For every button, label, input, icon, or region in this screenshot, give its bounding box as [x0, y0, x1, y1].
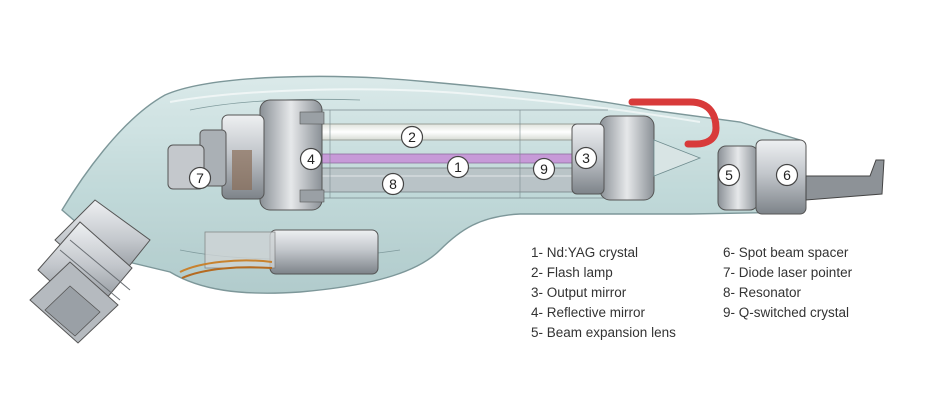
svg-text:3: 3 [582, 150, 590, 166]
legend-item: 9- Q-switched crystal [723, 305, 850, 320]
flash-lamp [317, 123, 609, 141]
diode-module [179, 229, 379, 279]
legend-item: 5- Beam expansion lens [531, 325, 676, 340]
callout-1: 1 [446, 155, 470, 179]
svg-text:9: 9 [540, 161, 548, 177]
callout-2: 2 [400, 125, 424, 149]
legend-right: 6- Spot beam spacer 7- Diode laser point… [723, 243, 852, 323]
legend-item: 6- Spot beam spacer [723, 245, 849, 260]
rear-mirror-assembly [167, 99, 325, 211]
callout-4: 4 [299, 147, 323, 171]
svg-text:8: 8 [389, 176, 397, 192]
callout-8: 8 [381, 172, 405, 196]
svg-text:1: 1 [454, 159, 462, 175]
legend-item: 7- Diode laser pointer [723, 265, 853, 280]
legend-item: 2- Flash lamp [531, 265, 613, 280]
legend-item: 4- Reflective mirror [531, 305, 646, 320]
callout-7: 7 [188, 166, 212, 190]
svg-text:4: 4 [307, 151, 315, 167]
red-coolant-tube [628, 98, 720, 148]
legend-item: 1- Nd:YAG crystal [531, 245, 639, 260]
front-mirror-assembly [571, 115, 702, 201]
callout-9: 9 [532, 157, 556, 181]
spot-beam-spacer [755, 139, 885, 215]
legend-item: 8- Resonator [723, 285, 802, 300]
grip-connector [29, 199, 151, 344]
svg-text:6: 6 [783, 167, 791, 183]
callout-5: 5 [717, 163, 741, 187]
legend-left: 1- Nd:YAG crystal 2- Flash lamp 3- Outpu… [531, 243, 676, 343]
svg-text:5: 5 [725, 167, 733, 183]
callout-3: 3 [574, 146, 598, 170]
legend-item: 3- Output mirror [531, 285, 627, 300]
svg-text:7: 7 [196, 170, 204, 186]
svg-text:2: 2 [408, 129, 416, 145]
callout-6: 6 [775, 163, 799, 187]
